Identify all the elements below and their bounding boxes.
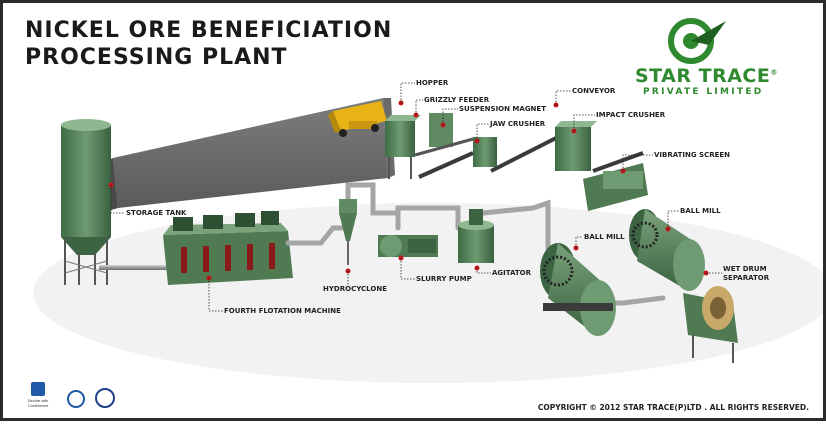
conveyor-belts: [418, 135, 644, 179]
quality-badge: [67, 390, 87, 408]
label-vibrating-screen: VIBRATING SCREEN: [654, 151, 731, 159]
label-impact-crusher: IMPACT CRUSHER: [596, 111, 666, 119]
impact-crusher-unit: [555, 121, 597, 171]
slurry-pump-unit: [378, 235, 438, 257]
diagram-canvas: NICKEL ORE BENEFICIATION PROCESSING PLAN…: [3, 3, 823, 418]
plant-illustration: [33, 82, 823, 383]
ball-mill-back: [629, 209, 705, 291]
dnb-badge: Decide with Confidence: [21, 382, 55, 408]
flotation-machine: [163, 211, 293, 285]
label-slurry-pump: SLURRY PUMP: [416, 275, 472, 283]
hydrocyclone-unit: [339, 199, 357, 265]
primary-crushing-station: [385, 113, 497, 179]
dnb-logo-icon: [31, 382, 45, 396]
label-fourth-flotation-machine: FOURTH FLOTATION MACHINE: [224, 307, 341, 315]
dnb-caption: Decide with Confidence: [27, 398, 49, 408]
label-hopper: HOPPER: [416, 79, 449, 87]
label-jaw-crusher: JAW CRUSHER: [490, 120, 546, 128]
pipe-tank-flotation: [99, 265, 169, 270]
label-ball-mill-front: BALL MILL: [584, 233, 625, 241]
copyright-notice: COPYRIGHT © 2012 STAR TRACE(P)LTD . ALL …: [537, 403, 809, 412]
diagram-title: NICKEL ORE BENEFICIATION PROCESSING PLAN…: [25, 17, 392, 71]
brand-name: STAR TRACE®: [635, 65, 778, 87]
label-storage-tank: STORAGE TANK: [126, 209, 187, 217]
label-ball-mill-back: BALL MILL: [680, 207, 721, 215]
quality-seal-icon: [67, 390, 85, 408]
ball-mill-front: [540, 243, 616, 336]
wet-drum-separator-unit: [683, 286, 738, 363]
label-grizzly-feeder: GRIZZLY FEEDER: [424, 96, 490, 104]
label-conveyor: CONVEYOR: [572, 87, 616, 95]
label-wet-drum-line-2: SEPARATOR: [723, 274, 770, 282]
callout-leaders: [110, 82, 722, 312]
title-line-1: NICKEL ORE BENEFICIATION: [25, 18, 393, 43]
title-line-2: PROCESSING PLANT: [25, 45, 288, 70]
brand-subtitle: PRIVATE LIMITED: [643, 87, 764, 97]
trademark-symbol: ®: [770, 68, 778, 77]
agitator-unit: [458, 209, 494, 263]
storage-tank: [61, 119, 111, 285]
label-wet-drum-line-1: WET DRUM: [723, 265, 767, 273]
label-agitator: AGITATOR: [492, 269, 531, 277]
tuv-seal-icon: [95, 388, 115, 408]
dump-truck: [328, 101, 387, 137]
label-hydrocyclone: HYDROCYCLONE: [323, 285, 387, 293]
tuv-badge: [95, 388, 117, 408]
label-suspension-magnet: SUSPENSION MAGNET: [459, 105, 546, 113]
floor-shadow: [33, 203, 823, 383]
star-trace-logo-icon: [668, 18, 726, 64]
vibrating-screen-unit: [583, 163, 648, 211]
